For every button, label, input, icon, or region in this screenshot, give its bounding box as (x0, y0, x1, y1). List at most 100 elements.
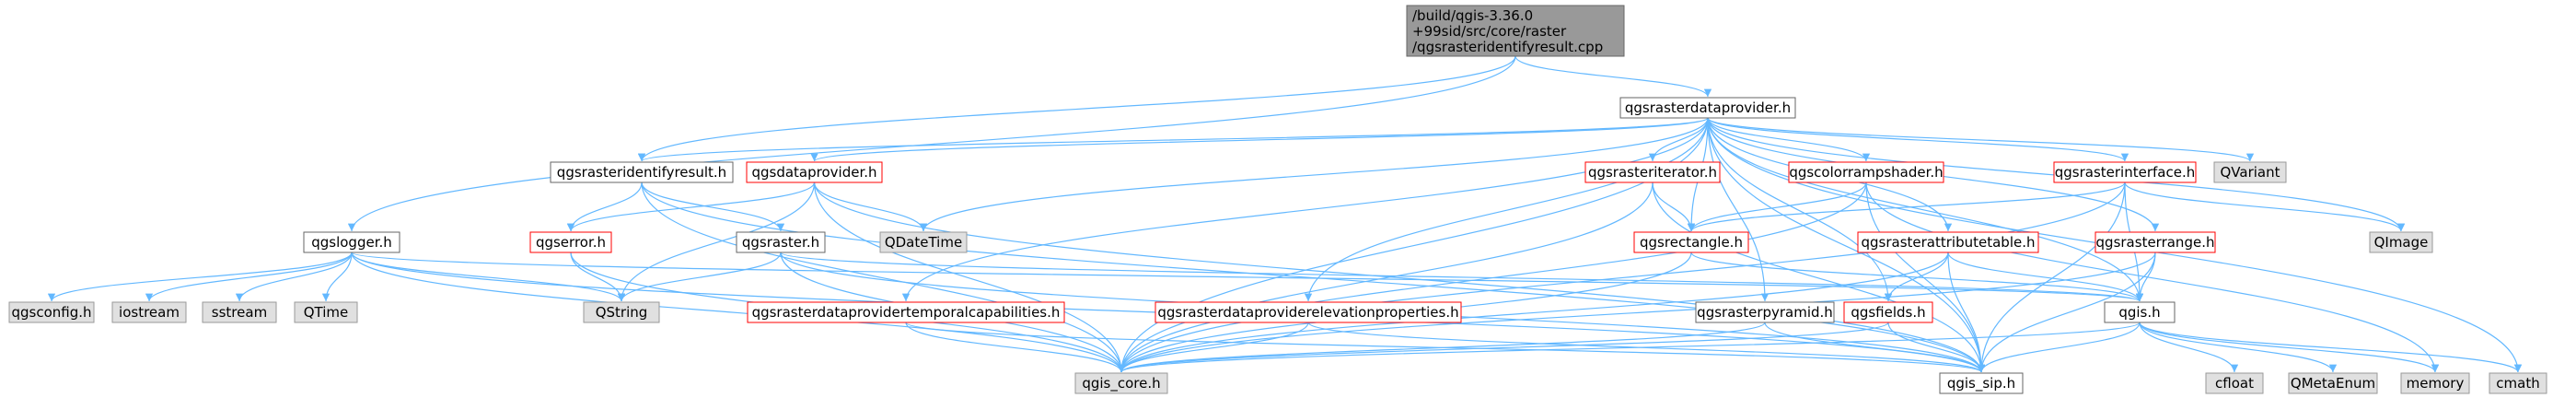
edge-qgis-to-memory (2139, 322, 2440, 373)
edge-qgslogger-to-qtime (321, 252, 353, 302)
node-label: QTime (304, 304, 349, 321)
node-qgsrasterdataproviderelevationproperties[interactable]: qgsrasterdataproviderelevationproperties… (1155, 301, 1462, 323)
edge-qgsdataprovider-to-qgis_core (813, 181, 1126, 373)
node-qgsrasteridentifyresult[interactable]: qgsrasteridentifyresult.h (550, 161, 734, 183)
node-qgsrasterinterface[interactable]: qgsrasterinterface.h (2053, 161, 2197, 183)
node-label: qgsdataprovider.h (751, 164, 876, 181)
root-label-line: /qgsrasteridentifyresult.cpp (1412, 39, 1603, 55)
edge-qgis-to-cmath (2139, 322, 2523, 373)
node-label: qgis_core.h (1082, 375, 1160, 392)
edge-qgsfields-to-qgis_core (1118, 322, 1889, 373)
edge-qgsdataprovider-to-qstring (617, 181, 816, 302)
edge-qgsrasterpyramid-to-qgis_sip (1764, 322, 1986, 373)
edge-qgsrasterpyramid-to-qgis_core (1118, 322, 1766, 373)
node-qgslogger[interactable]: qgslogger.h (303, 231, 400, 253)
node-qgsrasterdataprovider[interactable]: qgsrasterdataprovider.h (1619, 97, 1796, 119)
node-root[interactable]: /build/qgis-3.36.0+99sid/src/core/raster… (1406, 5, 1625, 57)
node-qgsrasterdataprovidertemporalcapabilities[interactable]: qgsrasterdataprovidertemporalcapabilitie… (747, 301, 1065, 323)
node-qgscolorrampshader[interactable]: qgscolorrampshader.h (1788, 161, 1944, 183)
node-label: cfloat (2215, 375, 2254, 392)
node-cfloat: cfloat (2205, 372, 2264, 394)
edge-qgsrasterrange-to-qgis (2135, 252, 2156, 302)
edge-qgsrasterattributetable-to-qgis_sip (1947, 252, 1986, 373)
node-qgsrasterrange[interactable]: qgsrasterrange.h (2094, 231, 2216, 253)
node-qgis_sip[interactable]: qgis_sip.h (1939, 372, 2024, 394)
node-qtime: QTime (294, 301, 358, 323)
node-qgserror[interactable]: qgserror.h (529, 231, 612, 253)
node-qgsrasteriterator[interactable]: qgsrasteriterator.h (1584, 161, 1721, 183)
edge-qgsrasteriterator-to-qgsrectangle (1652, 181, 1696, 232)
edge-qgsrasterinterface-to-qgis_sip (1977, 181, 2126, 373)
node-label: qgsrasterdataprovidertemporalcapabilitie… (752, 304, 1061, 321)
edge-qgsrasterdataprovider-to-qgsrasterinterface (1707, 117, 2129, 162)
edge-qgscolorrampshader-to-memory (1865, 181, 2440, 373)
edge-qgsrasterdataprovider-to-qgsdataprovider (810, 117, 1709, 162)
edge-qgsdataprovider-to-qgis_sip (813, 181, 1986, 373)
edge-qgslogger-to-iostream (145, 252, 353, 302)
edge-qgis-to-qmetaenum (2139, 322, 2338, 373)
edge-qgsrasteriterator-to-qgis_core (1117, 181, 1654, 373)
node-label: qgsfields.h (1851, 304, 1925, 321)
node-memory: memory (2400, 372, 2470, 394)
edge-qgsrasterdataprovider-to-qgsrasterdataprovidertemporalcapabilities (901, 117, 1709, 302)
edge-qgsrasterdataprovidertemporalcapabilities-to-qgis_core (905, 322, 1126, 373)
edge-qgsrasterinterface-to-qgsrectangle (1687, 181, 2126, 232)
node-label: QImage (2374, 234, 2429, 251)
edge-qgsrasteridentifyresult-to-qgserror (566, 181, 643, 232)
node-label: QDateTime (885, 234, 962, 251)
node-label: qgis_sip.h (1947, 375, 2015, 392)
root-label-line: /build/qgis-3.36.0 (1412, 7, 1533, 24)
edge-qgsrasterdataprovider-to-qgsrasterdataproviderelevationproperties (1304, 117, 1709, 302)
edge-qgslogger-to-qgsconfig (47, 252, 353, 302)
edge-root-to-qgsrasterdataprovider (1514, 55, 1712, 98)
node-qgis[interactable]: qgis.h (2104, 301, 2176, 323)
edge-qgsrasterrange-to-qgis_core (1117, 252, 2156, 373)
node-qstring: QString (583, 301, 660, 323)
dependency-edges (47, 55, 2523, 373)
file-nodes: /build/qgis-3.36.0+99sid/src/core/raster… (8, 5, 2547, 394)
node-qgsrasterpyramid[interactable]: qgsrasterpyramid.h (1695, 301, 1835, 323)
edge-qgscolorrampshader-to-qgis_core (1117, 181, 1867, 373)
root-label-line: +99sid/src/core/raster (1412, 23, 1567, 40)
edge-qgsrasterinterface-to-qimage (2124, 181, 2406, 232)
node-cmath: cmath (2489, 372, 2547, 394)
edge-qgslogger-to-qgis_core (351, 252, 1126, 373)
node-label: qgsrasterrange.h (2096, 234, 2215, 251)
edge-qgsrasteridentifyresult-to-qgis_core (641, 181, 1126, 373)
edge-qgsraster-to-qgis (780, 252, 2143, 302)
node-qgsdataprovider[interactable]: qgsdataprovider.h (746, 161, 883, 183)
node-label: qgsconfig.h (11, 304, 91, 321)
node-qgsrectangle[interactable]: qgsrectangle.h (1633, 231, 1749, 253)
node-qgsfields[interactable]: qgsfields.h (1843, 301, 1933, 323)
node-qvariant: QVariant (2213, 161, 2287, 183)
node-label: qgsrasterpyramid.h (1697, 304, 1833, 321)
node-qgsraster[interactable]: qgsraster.h (736, 231, 826, 253)
node-label: qgslogger.h (311, 234, 392, 251)
node-label: sstream (212, 304, 267, 321)
node-iostream: iostream (111, 301, 187, 323)
edge-root-to-qgsrasteridentifyresult (637, 55, 1516, 162)
node-label: qgsrasterattributetable.h (1861, 234, 2035, 251)
edge-qgsrasterdataprovider-to-qgscolorrampshader (1707, 117, 1871, 162)
node-label: QMetaEnum (2291, 375, 2375, 392)
node-label: QString (596, 304, 648, 321)
node-label: qgsrasteriterator.h (1588, 164, 1717, 181)
node-qdatetime: QDateTime (879, 231, 968, 253)
edge-qgsdataprovider-to-qdatetime (813, 181, 928, 232)
edge-qgsrasterdataprovider-to-qgis_sip (1707, 117, 1986, 373)
edge-qgserror-to-qstring (570, 252, 626, 302)
edge-qgsdataprovider-to-qgserror (566, 181, 816, 232)
edge-qgsrasterattributetable-to-qgis_core (1117, 252, 1949, 373)
node-label: cmath (2496, 375, 2539, 392)
edge-qgslogger-to-sstream (235, 252, 353, 302)
node-qgis_core: qgis_core.h (1074, 372, 1168, 394)
edge-qgsrasterdataprovider-to-qgis_core (1117, 117, 1709, 373)
edge-qgsrasterinterface-to-qgis_core (1117, 181, 2126, 373)
node-label: iostream (119, 304, 180, 321)
node-qgsrasterattributetable[interactable]: qgsrasterattributetable.h (1857, 231, 2039, 253)
node-sstream: sstream (202, 301, 277, 323)
edge-qgsrasterrange-to-qgis_sip (1977, 252, 2156, 373)
node-label: qgsrasterdataproviderelevationproperties… (1157, 304, 1458, 321)
edge-qgsrectangle-to-qgis (1690, 252, 2144, 302)
